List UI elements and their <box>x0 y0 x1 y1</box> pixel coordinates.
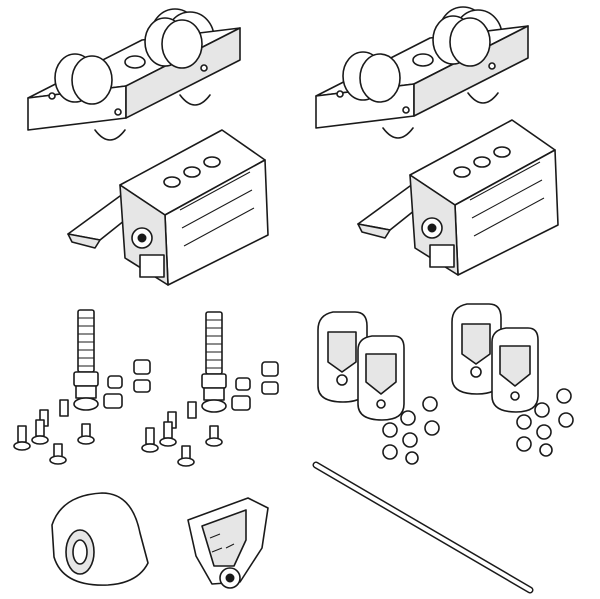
roller-carriage-icon <box>27 8 241 141</box>
bracket-set-icon <box>317 311 440 465</box>
rubber-stopper-icon <box>51 492 149 586</box>
roller-carriage-icon <box>315 6 529 139</box>
bolt-set-icon <box>13 309 151 465</box>
bracket-set-icon <box>451 303 574 457</box>
bolt-set-icon <box>141 311 279 467</box>
door-clamp-icon <box>67 129 269 286</box>
floor-guide-icon <box>187 497 269 589</box>
door-clamp-icon <box>357 119 559 276</box>
rod-icon <box>312 461 534 594</box>
